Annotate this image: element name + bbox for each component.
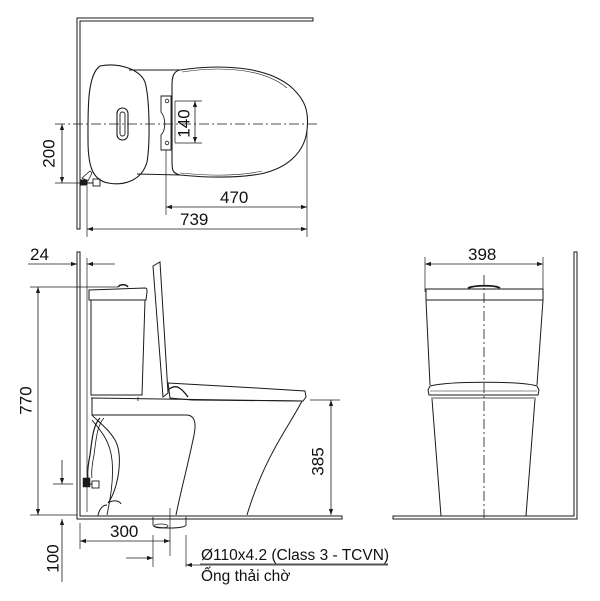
outlet-pipe [152, 517, 187, 529]
tank-lid [87, 64, 150, 185]
side-view [28, 251, 388, 582]
toilet-seat [427, 381, 540, 396]
bowl-body [431, 398, 536, 517]
toilet-seat [167, 382, 307, 402]
wall-outline [392, 251, 578, 520]
tank-body [425, 299, 544, 386]
dim-label-100: 100 [43, 544, 63, 573]
dim-label-470: 470 [220, 188, 249, 207]
trap [91, 414, 122, 505]
tank-lid [425, 288, 544, 301]
dim-label-770: 770 [16, 386, 36, 415]
supply-hose [91, 419, 113, 516]
supply-valve [82, 477, 91, 488]
wall-outline [76, 251, 343, 520]
outlet-spec-note: Ø110x4.2 (Class 3 - TCVN) [201, 547, 390, 564]
flush-button [116, 107, 129, 141]
dim-label-385: 385 [308, 447, 328, 476]
dim-label-140: 140 [174, 109, 194, 138]
toilet-seat [171, 66, 309, 178]
front-view [392, 251, 578, 520]
tank-body [90, 299, 146, 396]
dim-label-739: 739 [180, 210, 209, 229]
tank-lid [88, 287, 148, 301]
bowl-body [91, 398, 196, 516]
top-view [55, 17, 320, 237]
dim-label-398: 398 [468, 245, 497, 264]
wall-outline [76, 17, 314, 230]
dim-label-24: 24 [30, 245, 49, 264]
dim-label-200: 200 [39, 139, 59, 168]
dim-label-300: 300 [110, 522, 139, 541]
outlet-label-note: Ống thải chờ [201, 568, 291, 585]
seat-lid [152, 261, 169, 398]
